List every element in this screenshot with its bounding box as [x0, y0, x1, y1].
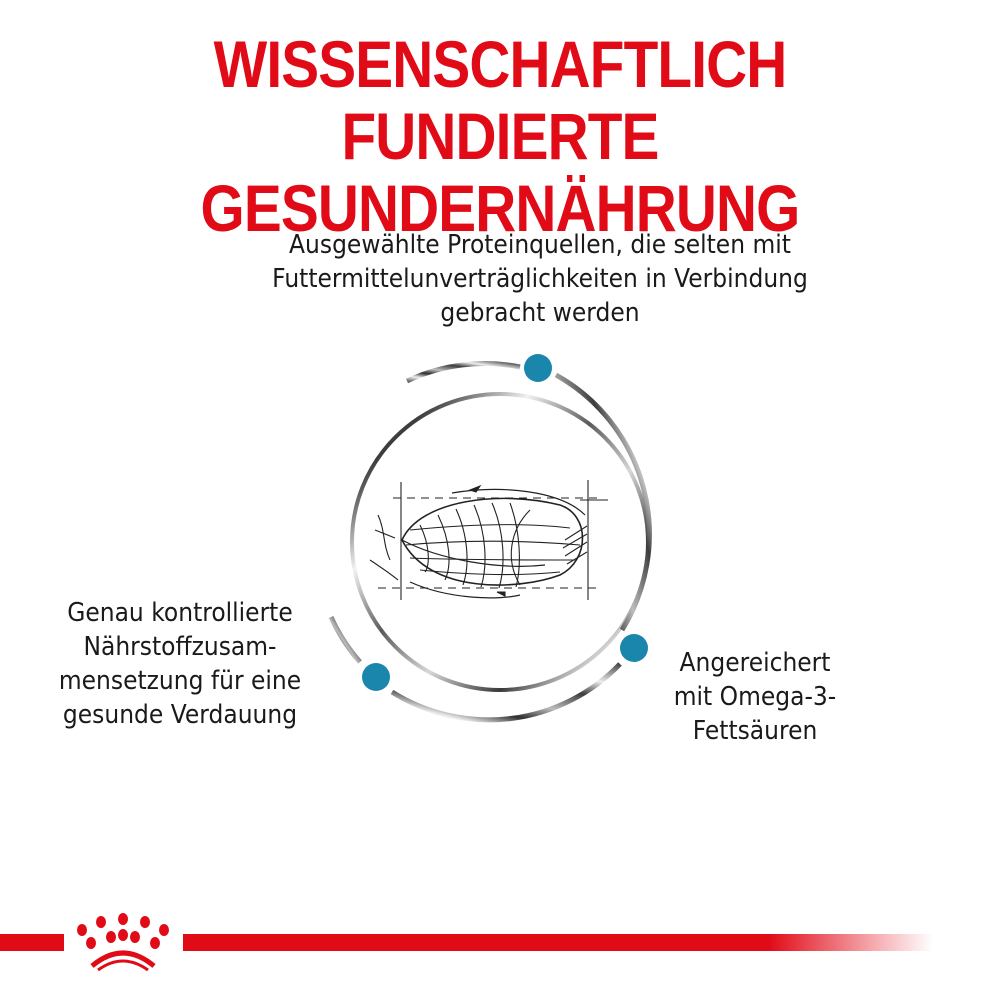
dot-marker-top: [524, 354, 552, 382]
outer-ring: [328, 361, 652, 723]
inner-ring: [350, 392, 650, 692]
headline: WISSENSCHAFTLICH FUNDIERTE GESUNDERNÄHRU…: [70, 28, 930, 244]
footer-bar-left: [0, 934, 64, 951]
feature-line: Nährstoffzusam-: [83, 632, 277, 662]
feature-line: mensetzung für eine: [58, 666, 302, 696]
headline-line-1: WISSENSCHAFTLICH FUNDIERTE: [213, 27, 788, 173]
feature-line: Genau kontrollierte: [67, 598, 293, 628]
feature-line: Angereichert: [679, 648, 831, 678]
headline-line-2: GESUNDERNÄHRUNG: [200, 171, 801, 245]
dot-marker-left: [362, 663, 390, 691]
crown-logo-icon: [77, 913, 169, 972]
kibble-sketch-icon: [369, 480, 608, 600]
feature-line: mit Omega-3-: [673, 682, 837, 712]
dot-marker-right: [620, 634, 648, 662]
feature-line: Ausgewählte Proteinquellen, die selten m…: [289, 230, 791, 260]
feature-line: Futtermittelunverträglichkeiten in Verbi…: [272, 264, 808, 294]
feature-omega-3: Angereichert mit Omega-3- Fettsäuren: [643, 646, 868, 748]
feature-protein-sources: Ausgewählte Proteinquellen, die selten m…: [225, 228, 855, 330]
feature-line: gebracht werden: [440, 298, 640, 328]
feature-line: Fettsäuren: [692, 716, 818, 746]
feature-line: gesunde Verdauung: [62, 700, 298, 730]
feature-nutrient-composition: Genau kontrollierte Nährstoffzusam- mens…: [45, 596, 315, 732]
footer-bar-right: [183, 934, 933, 951]
